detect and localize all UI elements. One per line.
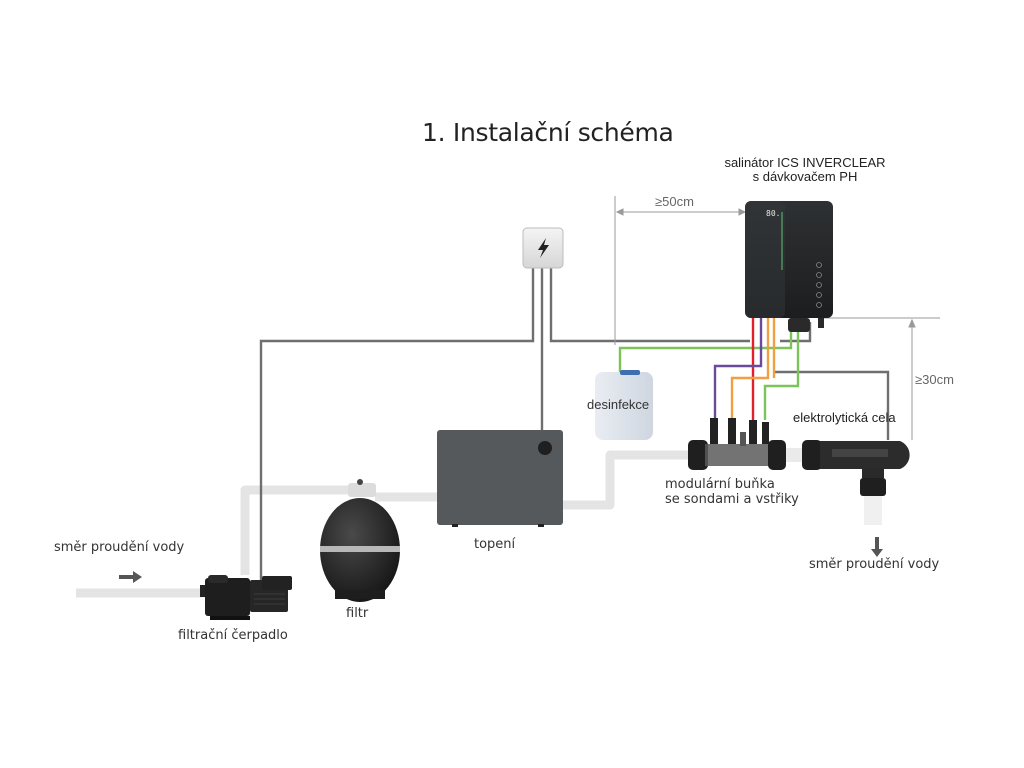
salinator-subtitle: s dávkovačem PH <box>752 169 858 184</box>
heater-unit <box>437 430 563 527</box>
cable-pump <box>259 268 535 580</box>
orange-cable-1 <box>730 318 770 418</box>
modular-cell-label-line1: modulární buňka <box>665 477 775 492</box>
outlet-flow-label: směr proudění vody <box>809 557 940 572</box>
cable-cell <box>775 370 890 440</box>
dimension-horizontal-label: ≥50cm <box>655 194 694 209</box>
pump-label: filtrační čerpadlo <box>178 628 288 643</box>
modular-cell-label: modulární buňka se sondami a vstřiky <box>665 477 799 507</box>
salinator-title: salinátor ICS INVERCLEAR s dávkovačem PH <box>700 156 910 184</box>
heater-label: topení <box>474 537 516 552</box>
power-cables <box>259 268 890 580</box>
heater-to-cell-pipe <box>563 450 690 510</box>
lightning-bolt-icon <box>538 238 549 258</box>
filter-label: filtr <box>346 606 369 621</box>
signal-cables <box>618 318 800 428</box>
electrolytic-cell <box>786 440 910 496</box>
electrolytic-cell-label: elektrolytická cela <box>793 410 896 425</box>
flow-arrows <box>119 537 883 583</box>
disinfection-label: desinfekce <box>587 397 650 412</box>
salinator-buttons <box>816 262 822 308</box>
green-cable-disinfection <box>618 332 793 372</box>
inlet-arrow-icon <box>119 571 142 583</box>
dimension-vertical-label: ≥30cm <box>915 372 954 387</box>
filtration-pump <box>200 575 292 620</box>
cable-salinator <box>549 268 750 343</box>
salinator-name: salinátor ICS INVERCLEAR <box>724 155 886 170</box>
page-title: 1. Instalační schéma <box>422 118 674 147</box>
purple-cable <box>713 318 763 418</box>
salinator-device: 80. <box>745 201 833 332</box>
modular-cell <box>688 418 786 470</box>
dimension-lines <box>614 196 940 440</box>
pump-to-filter-pipe <box>240 485 350 575</box>
sand-filter <box>320 479 400 602</box>
outlet-arrow-icon <box>871 537 883 557</box>
green-cable-probe <box>763 332 800 420</box>
power-box <box>522 227 564 269</box>
disinfection-tank <box>595 370 653 440</box>
inlet-flow-label: směr proudění vody <box>54 540 185 555</box>
salinator-display: 80. <box>766 209 780 218</box>
modular-cell-label-line2: se sondami a vstřiky <box>665 492 799 507</box>
